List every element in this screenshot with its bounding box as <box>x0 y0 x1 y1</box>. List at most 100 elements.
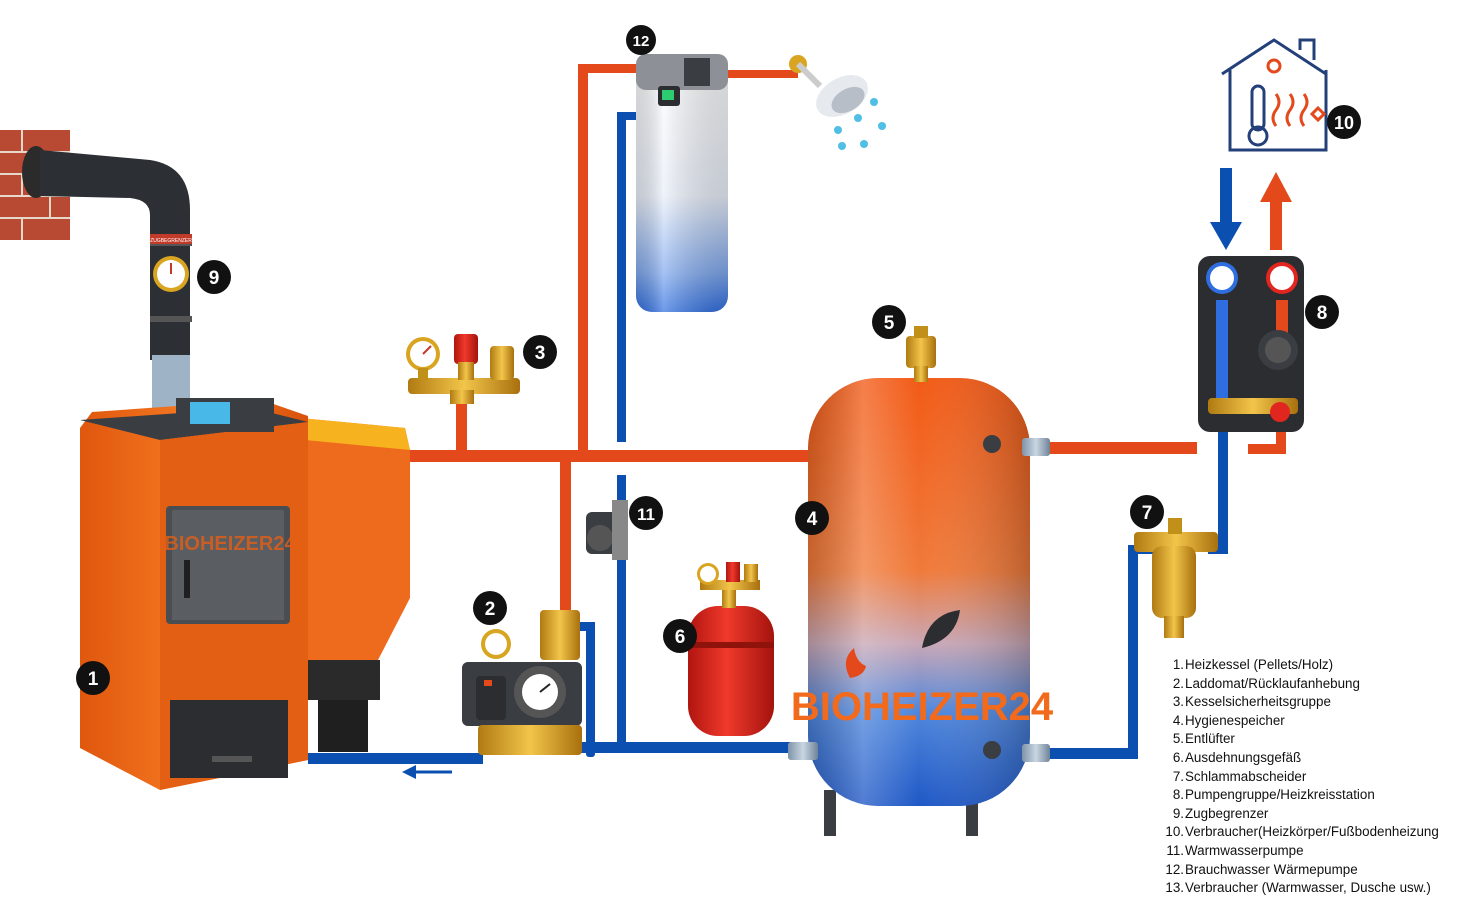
marker-11: 11 <box>629 496 663 530</box>
legend-item: 8.Pumpengruppe/Heizkreisstation <box>1158 786 1476 805</box>
laddomat-bypass-top <box>570 622 595 631</box>
legend-label: Entlüfter <box>1185 731 1235 747</box>
air-vent <box>906 326 936 382</box>
legend-label: Warmwasserpumpe <box>1185 842 1304 858</box>
cold-feed-to-water-heater <box>617 112 639 120</box>
legend-num: 7. <box>1172 768 1184 784</box>
legend-label: Pumpengruppe/Heizkreisstation <box>1185 787 1375 803</box>
marker-7: 7 <box>1130 495 1164 529</box>
cold-station-join <box>1208 545 1228 554</box>
boiler-logo-text: BIOHEIZER24 <box>164 533 296 555</box>
hot-water-heat-pump <box>636 54 728 312</box>
legend-item: 9.Zugbegrenzer <box>1158 805 1476 824</box>
legend-item: 11.Warmwasserpumpe <box>1158 842 1476 861</box>
legend-label: Verbraucher(Heizkörper/Fußbodenheizung <box>1185 824 1439 840</box>
cold-return-pipe <box>308 753 483 764</box>
pump-station <box>1198 256 1304 432</box>
flow-arrow-icon <box>402 765 452 779</box>
return-arrow-icon <box>1260 172 1292 250</box>
expansion-vessel <box>688 562 774 736</box>
legend-item: 4.Hygienespeicher <box>1158 712 1476 731</box>
legend-num: 8. <box>1172 787 1184 803</box>
draught-tag-text: ZUGBEGRENZER <box>150 238 192 244</box>
marker-label: 5 <box>884 313 895 334</box>
legend: 1.Heizkessel (Pellets/Holz) 2.Laddomat/R… <box>1158 656 1476 898</box>
legend-num: 10. <box>1165 824 1184 840</box>
tank-logo-text: BIOHEIZER24 <box>791 685 1054 729</box>
cold-tank-from-separator <box>1050 748 1138 759</box>
laddomat-unit <box>462 610 582 755</box>
cold-pump-riser <box>617 475 626 750</box>
buffer-tank: BIOHEIZER24 <box>788 378 1054 836</box>
legend-num: 4. <box>1172 712 1184 728</box>
legend-num: 6. <box>1172 749 1184 765</box>
marker-9: 9 <box>197 260 231 294</box>
marker-2: 2 <box>473 591 507 625</box>
marker-4: 4 <box>795 501 829 535</box>
marker-label: 6 <box>675 627 686 648</box>
marker-label: 3 <box>535 343 546 364</box>
legend-label: Zugbegrenzer <box>1185 805 1269 821</box>
hot-water-to-shower <box>728 70 798 78</box>
legend-item: 5.Entlüfter <box>1158 730 1476 749</box>
hot-station-up <box>1276 426 1286 454</box>
legend-label: Hygienespeicher <box>1185 712 1285 728</box>
laddomat-bypass <box>586 622 595 757</box>
legend-num: 2. <box>1172 675 1184 691</box>
hot-feed-to-water-heater <box>578 64 638 73</box>
supply-arrow-icon <box>1210 168 1242 250</box>
legend-label: Kesselsicherheitsgruppe <box>1185 694 1331 710</box>
marker-label: 1 <box>88 669 99 690</box>
marker-12: 12 <box>626 25 656 55</box>
boiler: BIOHEIZER24 <box>80 398 410 790</box>
chimney-icon: ZUGBEGRENZER <box>0 130 192 415</box>
hot-riser-to-water-heater <box>578 64 588 454</box>
legend-label: Heizkessel (Pellets/Holz) <box>1185 657 1334 672</box>
marker-label: 11 <box>637 505 655 524</box>
legend-num: 1. <box>1172 657 1184 672</box>
marker-label: 8 <box>1317 303 1328 324</box>
pipe-network <box>308 64 1286 764</box>
legend-num: 11. <box>1166 842 1184 858</box>
legend-item: 2.Laddomat/Rücklaufanhebung <box>1158 675 1476 694</box>
marker-10: 10 <box>1327 105 1361 139</box>
legend-num: 13. <box>1165 880 1184 896</box>
legend-label: Schlammabscheider <box>1185 768 1307 784</box>
legend-item: 12.Brauchwasser Wärmepumpe <box>1158 861 1476 880</box>
legend-label: Verbraucher (Warmwasser, Dusche usw.) <box>1185 880 1431 896</box>
warm-water-pump <box>586 500 628 560</box>
cold-station-down <box>1218 430 1228 550</box>
marker-label: 7 <box>1142 503 1153 524</box>
legend-item: 7.Schlammabscheider <box>1158 768 1476 787</box>
shower-icon <box>789 55 886 150</box>
legend-item: 1.Heizkessel (Pellets/Holz) <box>1158 656 1476 675</box>
hot-tank-to-station <box>1045 442 1197 454</box>
legend-label: Ausdehnungsgefäß <box>1185 749 1302 765</box>
cold-riser-to-water-heater <box>617 112 626 442</box>
marker-label: 2 <box>485 599 496 620</box>
cold-return-main <box>570 742 815 753</box>
hot-supply-pipe <box>410 450 812 462</box>
marker-8: 8 <box>1305 295 1339 329</box>
house-thermometer-icon <box>1221 38 1328 152</box>
legend-label: Brauchwasser Wärmepumpe <box>1185 861 1358 877</box>
marker-1: 1 <box>76 661 110 695</box>
legend-item: 10.Verbraucher(Heizkörper/Fußbodenheizun… <box>1158 823 1476 842</box>
legend-label: Laddomat/Rücklaufanhebung <box>1185 675 1360 691</box>
marker-5: 5 <box>872 305 906 339</box>
marker-label: 9 <box>209 268 220 289</box>
legend-item: 6.Ausdehnungsgefäß <box>1158 749 1476 768</box>
legend-item: 13.Verbraucher (Warmwasser, Dusche usw.) <box>1158 879 1476 898</box>
marker-label: 12 <box>633 33 650 50</box>
marker-label: 10 <box>1334 113 1354 133</box>
marker-3: 3 <box>523 335 557 369</box>
dirt-separator <box>1134 518 1218 638</box>
marker-6: 6 <box>663 619 697 653</box>
marker-label: 4 <box>807 509 818 530</box>
legend-item: 3.Kesselsicherheitsgruppe <box>1158 693 1476 712</box>
boiler-safety-group <box>406 334 520 404</box>
legend-num: 5. <box>1172 731 1184 747</box>
hot-branch-to-laddomat <box>560 450 571 615</box>
legend-num: 9. <box>1172 805 1184 821</box>
